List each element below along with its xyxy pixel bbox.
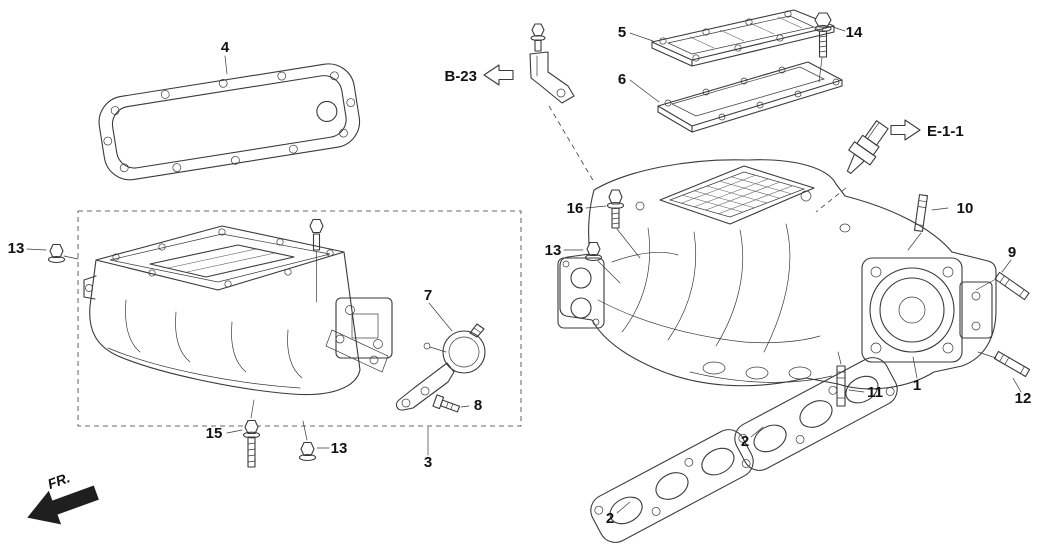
callout-12: 12 (1015, 390, 1032, 407)
callout-7: 7 (424, 287, 432, 304)
part-3-lower-manifold (83, 218, 393, 396)
callout-1: 1 (913, 377, 921, 394)
callout-11: 11 (867, 384, 883, 401)
ref-b23: B-23 (444, 64, 514, 86)
sensor-e11 (815, 120, 889, 213)
part-7-actuator (395, 323, 486, 411)
front-label: FR. (45, 469, 72, 492)
callout-9: 9 (1008, 244, 1016, 261)
part-12-stud (977, 350, 1031, 378)
ref-e11: E-1-1 (890, 119, 964, 141)
part-6-gasket (657, 61, 843, 133)
ref-b23-arrow-icon (483, 64, 514, 86)
callout-15: 15 (206, 425, 223, 442)
callout-2a: 2 (741, 433, 749, 450)
part-1-intake-manifold (557, 159, 997, 390)
part-15-bolt (242, 399, 261, 468)
ref-e11-arrow-icon (890, 119, 921, 141)
ref-b23-label: B-23 (444, 68, 477, 85)
leader-lines (26, 26, 1022, 514)
part-9-stud (975, 271, 1030, 301)
callout-4: 4 (221, 39, 230, 56)
part-10-stud (907, 194, 929, 251)
callout-13c: 13 (545, 242, 562, 259)
part-2-gasket-upper (734, 357, 898, 471)
callout-13a: 13 (8, 240, 25, 257)
part-11-stud (836, 351, 846, 407)
callout-labels: 4 5 14 6 16 13 13 10 9 7 1 11 12 8 15 13… (8, 24, 1032, 527)
callout-16: 16 (567, 200, 584, 217)
part-3-group-box (77, 210, 522, 427)
part-13-nut-c (584, 241, 621, 284)
part-4-gasket (98, 63, 361, 181)
callout-3: 3 (424, 454, 432, 471)
ref-e11-label: E-1-1 (927, 123, 964, 140)
callout-14: 14 (846, 24, 863, 41)
part-5-cover-plate (651, 9, 835, 67)
part-14-bolt (814, 12, 832, 83)
front-arrow-icon (27, 485, 99, 525)
part-16-bolt (606, 189, 641, 259)
callout-2b: 2 (606, 510, 614, 527)
front-direction-marker: FR. (27, 469, 99, 525)
callout-6: 6 (618, 71, 626, 88)
bracket-b23-stay (529, 23, 595, 183)
part-8-bolt (432, 394, 461, 413)
callout-8: 8 (474, 397, 482, 414)
part-13-nut-b (298, 420, 317, 462)
callout-10: 10 (957, 200, 974, 217)
callout-13b: 13 (331, 440, 348, 457)
part-13-nut-a (47, 243, 79, 264)
part-2-gasket-lower (590, 429, 754, 543)
callout-5: 5 (618, 24, 626, 41)
